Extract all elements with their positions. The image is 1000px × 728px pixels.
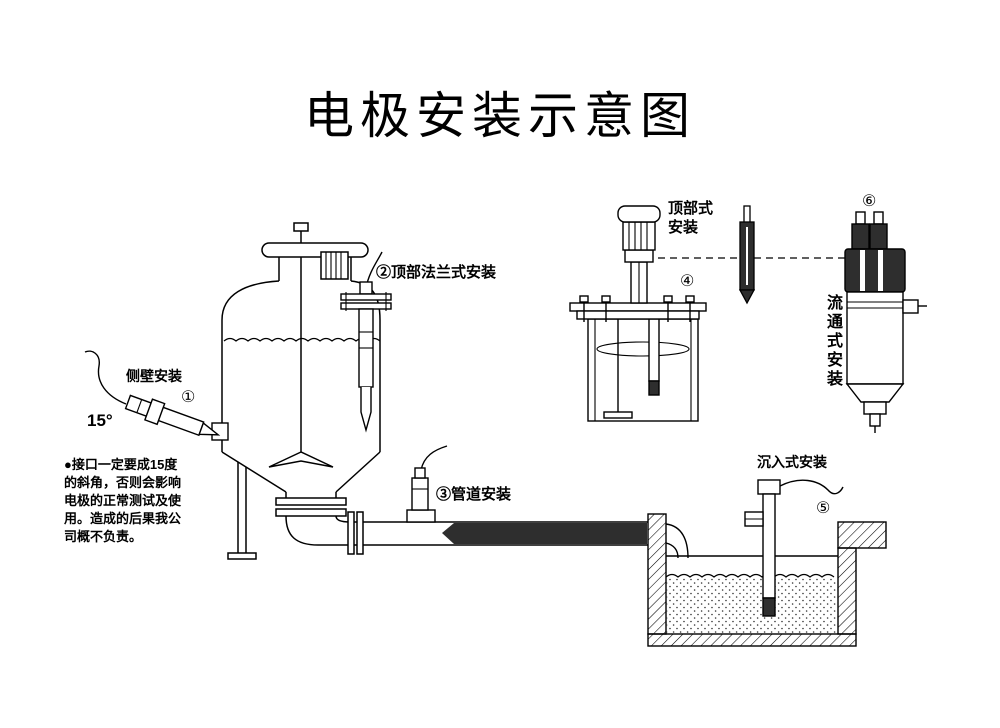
top-mount-vessel-icon — [569, 205, 707, 422]
label-angle-15deg: 15° — [87, 411, 113, 430]
marker-4: ④ — [680, 273, 695, 290]
marker-6: ⑥ — [862, 193, 877, 210]
flow-cell-icon — [844, 211, 927, 433]
marker-5: ⑤ — [816, 500, 831, 517]
page-title: 电极安装示意图 — [304, 88, 696, 144]
marker-1: ① — [181, 389, 196, 406]
top-flange-electrode-icon — [340, 251, 392, 433]
label-flow-through-install: 流通式安装 — [824, 294, 841, 389]
side-electrode-cable — [84, 350, 127, 405]
basin-icon — [647, 513, 887, 647]
warning-note: ●接口一定要成15度 的斜角，否则会影响 电极的正常测试及使 用。造成的后果我公… — [64, 457, 182, 544]
label-pipeline-install: ③管道安装 — [436, 486, 512, 503]
side-wall-electrode-icon — [84, 350, 229, 441]
label-top-mount-install: 顶部式 安装 — [668, 200, 714, 236]
label-submersion-install: 沉入式安装 — [757, 454, 827, 470]
label-side-wall-install: 侧壁安装 — [126, 368, 182, 384]
electrode-probe-icon — [738, 205, 756, 305]
pipeline-icon — [285, 511, 648, 555]
tank-vessel-icon — [221, 222, 381, 560]
label-top-flange-install: ②顶部法兰式安装 — [376, 264, 497, 281]
submersion-electrode-icon — [744, 479, 844, 617]
pipeline-electrode-icon — [406, 445, 448, 523]
